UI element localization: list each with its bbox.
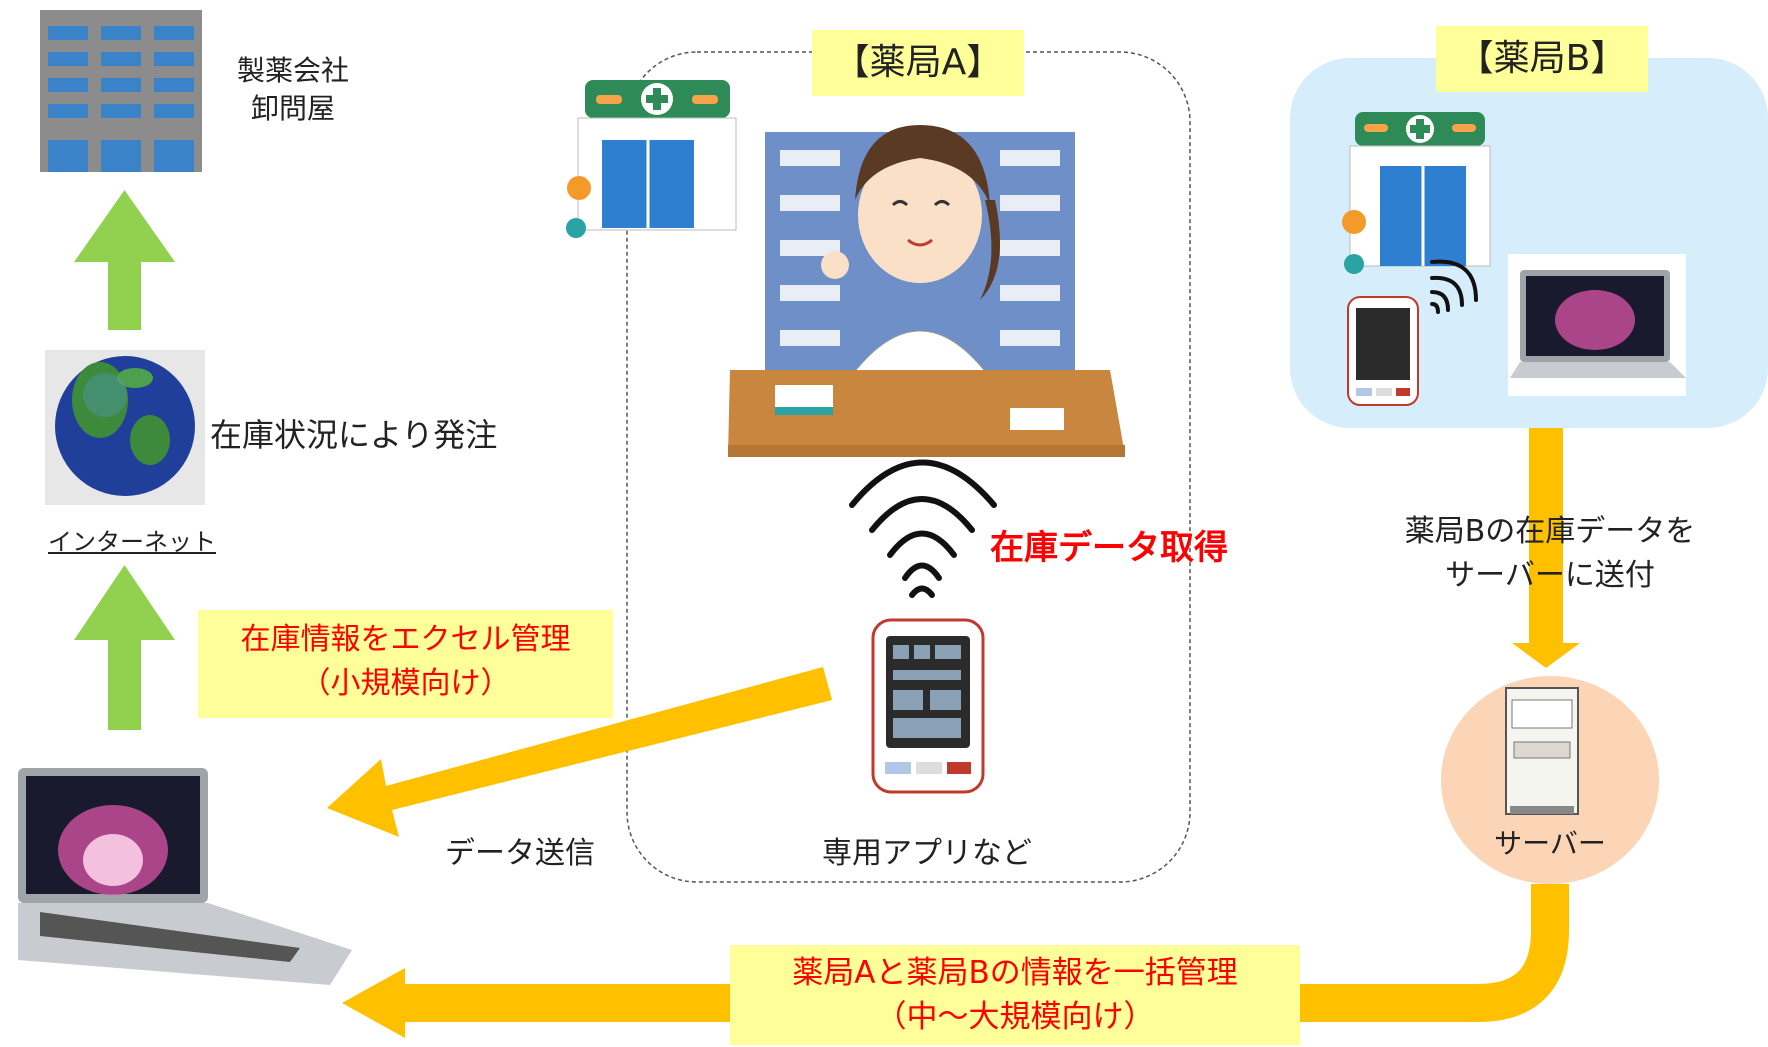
arrow-left-icon <box>327 667 832 837</box>
send-data-label: データ送信 <box>445 836 595 871</box>
arrow-up-icon <box>74 190 175 330</box>
company-building-icon <box>40 10 202 172</box>
handheld-terminal-icon <box>1347 296 1419 406</box>
arrow-left-icon <box>342 968 405 1038</box>
bulk-line1: 薬局Aと薬局Bの情報を一括管理 <box>792 955 1238 991</box>
bulk-management-box: 薬局Aと薬局Bの情報を一括管理 （中～大規模向け） <box>730 945 1300 1045</box>
pharmacy-b-send-text: 薬局Bの在庫データを サーバーに送付 <box>1360 510 1740 598</box>
internet-label: インターネット <box>48 528 216 556</box>
excel-line2: （小規模向け） <box>300 666 511 701</box>
company-line1: 製薬会社 <box>236 54 349 87</box>
server-icon <box>1505 687 1579 815</box>
laptop-icon <box>18 768 352 985</box>
excel-management-box: 在庫情報をエクセル管理 （小規模向け） <box>198 610 613 718</box>
app-label: 専用アプリなど <box>822 836 1032 871</box>
pharmacy-b-send-line2: サーバーに送付 <box>1445 558 1655 593</box>
pharmacy-b-send-line1: 薬局Bの在庫データを <box>1404 514 1696 549</box>
handheld-terminal-icon <box>871 618 985 794</box>
arrow-down-icon <box>1512 643 1580 668</box>
laptop-icon <box>1508 254 1686 396</box>
pharmacy-b-store-icon <box>1342 112 1491 274</box>
wireless-signal-icon <box>1430 259 1478 314</box>
wireless-signal-icon <box>849 459 997 598</box>
order-text: 在庫状況により発注 <box>210 416 498 454</box>
acquire-data-label: 在庫データ取得 <box>990 528 1228 568</box>
bulk-line2: （中～大規模向け） <box>875 999 1155 1035</box>
pharmacy-a-title: 【薬局A】 <box>812 30 1024 96</box>
company-line2: 卸問屋 <box>250 92 335 125</box>
company-label: 製薬会社 卸問屋 <box>228 52 358 128</box>
pharmacy-a-store-icon <box>566 80 737 238</box>
globe-icon <box>45 350 205 505</box>
excel-line1: 在庫情報をエクセル管理 <box>240 622 571 657</box>
pharmacist-icon <box>728 125 1125 457</box>
arrow-up-icon <box>74 565 175 730</box>
pharmacy-b-title: 【薬局B】 <box>1436 26 1648 92</box>
server-label: サーバー <box>1494 827 1606 860</box>
